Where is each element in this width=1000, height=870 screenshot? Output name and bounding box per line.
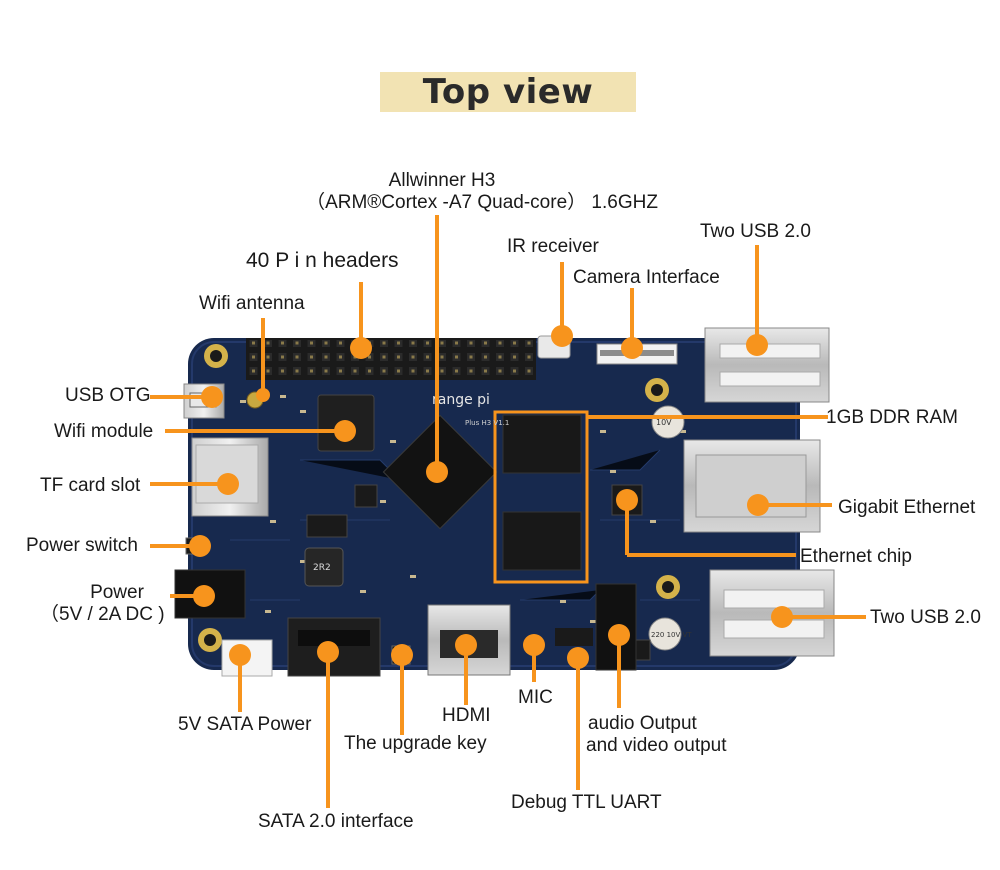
usb-top-port [704,327,830,403]
label-upgrade-key: The upgrade key [344,733,487,754]
label-allwinner-line2: （ARM®Cortex -A7 Quad-core） 1.6GHZ [306,192,658,213]
label-two-usb-bottom: Two USB 2.0 [870,607,981,628]
label-ethernet-chip: Ethernet chip [800,546,912,567]
label-ddr-ram: 1GB DDR RAM [826,407,958,428]
label-tf-card-slot: TF card slot [40,475,141,496]
capacitor-bottom-text: 220 10V VT [651,631,692,639]
label-power-line1: Power [90,582,144,603]
page-title: Top view [422,72,594,112]
label-audio-line2: and video output [586,735,727,756]
capacitor-top-text: 10V [656,418,672,427]
ram-chip-top [502,414,582,474]
ram-highlight-box [493,410,589,584]
label-two-usb-top: Two USB 2.0 [700,221,811,242]
label-sata-interface: SATA 2.0 interface [258,811,414,832]
label-allwinner-line1: Allwinner H3 [388,170,496,191]
label-audio-line1: audio Output [588,713,697,734]
label-wifi-module: Wifi module [54,421,154,442]
label-gigabit-ethernet: Gigabit Ethernet [838,497,976,518]
leader-lines [150,215,866,808]
label-wifi-antenna: Wifi antenna [199,293,305,314]
board-brand-text: range pi [432,392,490,408]
label-ir-receiver: IR receiver [507,236,599,257]
label-pin-headers: 40 P i n headers [246,249,399,272]
title-banner: Top view [380,72,636,112]
label-power-switch: Power switch [26,535,138,556]
inductor-part [304,547,344,587]
label-power-line2: （5V / 2A DC ) [40,604,165,625]
label-usb-otg: USB OTG [65,385,151,406]
leader-dots [189,325,793,669]
label-debug-uart: Debug TTL UART [511,792,662,813]
capacitor-bottom [648,617,682,651]
capacitor-top [651,405,685,439]
label-sata-power: 5V SATA Power [178,714,312,735]
ram-chip-bottom [502,511,582,571]
board-model-text: Plus H3 V1.1 [465,419,509,427]
uart-pins [555,628,593,646]
label-hdmi: HDMI [442,705,491,726]
inductor-text: 2R2 [313,563,331,573]
label-mic: MIC [518,687,553,708]
label-camera-interface: Camera Interface [573,267,720,288]
